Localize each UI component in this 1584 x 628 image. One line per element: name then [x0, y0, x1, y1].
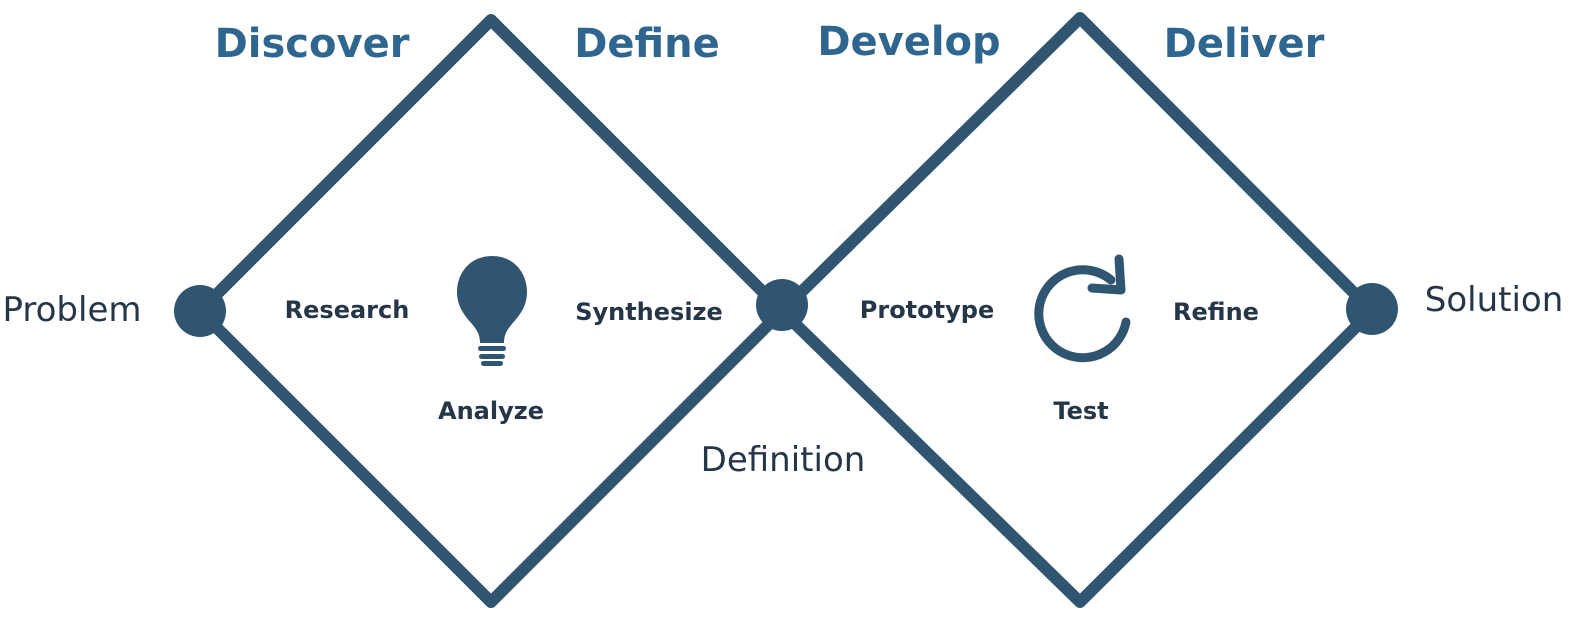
phase-define: Define — [574, 21, 720, 67]
definition-node — [756, 279, 808, 331]
milestone-definition: Definition — [701, 440, 866, 480]
phase-discover: Discover — [215, 21, 410, 67]
milestone-solution: Solution — [1425, 280, 1564, 320]
phase-deliver: Deliver — [1164, 21, 1325, 67]
activity-refine: Refine — [1173, 298, 1259, 326]
activity-synthesize: Synthesize — [575, 298, 723, 326]
milestone-problem: Problem — [2, 290, 141, 330]
activity-test: Test — [1053, 397, 1108, 425]
activity-analyze: Analyze — [438, 397, 544, 425]
activity-research: Research — [285, 296, 410, 324]
lightbulb-icon — [457, 256, 527, 366]
phase-develop: Develop — [817, 19, 1000, 65]
activity-prototype: Prototype — [860, 296, 994, 324]
problem-node — [174, 285, 226, 337]
solution-node — [1346, 283, 1398, 335]
refresh-icon — [1034, 254, 1131, 363]
